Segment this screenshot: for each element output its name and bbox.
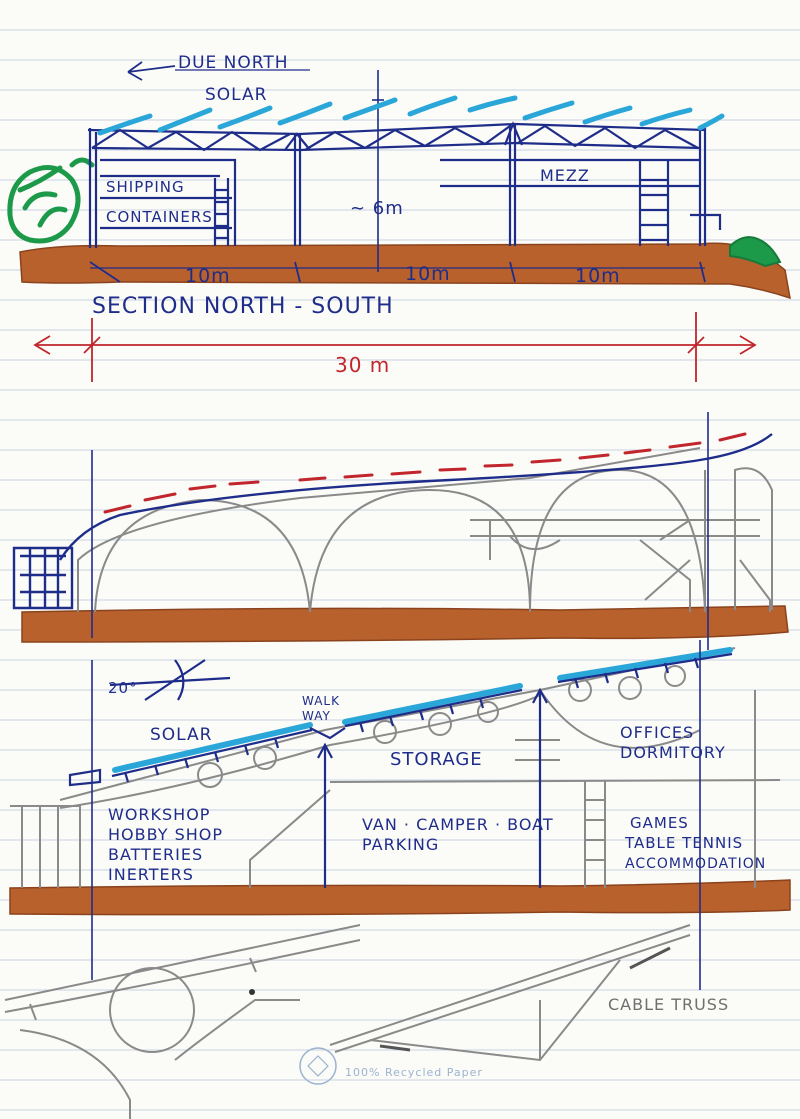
ruled-paper-lines <box>0 29 800 1111</box>
games-line-3: ACCOMMODATION <box>625 856 766 872</box>
height-label: ~ 6m <box>350 198 404 219</box>
bay-label-2: 10m <box>405 263 451 285</box>
recycled-paper-stamp: 100% Recycled Paper <box>299 1047 483 1085</box>
recycled-paper-text: 100% Recycled Paper <box>345 1066 483 1079</box>
workshop-line-3: BATTERIES <box>108 845 203 864</box>
sloped-section-pencil <box>10 647 781 888</box>
workshop-line-1: WORKSHOP <box>108 805 210 824</box>
workshop-line-2: HOBBY SHOP <box>108 825 223 844</box>
offices-label-2: DORMITORY <box>620 743 726 762</box>
games-line-1: GAMES <box>630 814 689 832</box>
curved-roof-ink <box>12 412 773 650</box>
building-frame-ns <box>87 61 722 283</box>
angle-label: 20° <box>108 679 138 697</box>
ground-slab-2 <box>21 605 789 643</box>
solar-panels-sloped <box>112 647 733 773</box>
bay-label-1: 10m <box>185 265 231 287</box>
containers-label-2: CONTAINERS <box>106 208 213 226</box>
containers-label-1: SHIPPING <box>106 178 185 196</box>
ground-slab-3 <box>9 879 791 916</box>
red-roof-dashes <box>103 432 747 514</box>
solar-panels-ns <box>97 95 725 136</box>
cable-truss-detail <box>4 924 691 1119</box>
overall-dimension-line <box>33 312 757 382</box>
sloped-section: 20° SOLAR WALK WAY STORAGE OFFICES DORMI… <box>9 640 791 990</box>
games-line-2: TABLE TENNIS <box>624 834 743 852</box>
hedge-left <box>7 157 95 244</box>
ground-slab-1 <box>19 242 791 300</box>
cable-truss-label: CABLE TRUSS <box>608 995 729 1014</box>
storage-label: STORAGE <box>390 749 483 770</box>
walkway-label-2: WAY <box>302 709 331 723</box>
curved-roof-pencil <box>77 447 773 613</box>
north-label: DUE NORTH <box>178 53 289 73</box>
offices-label-1: OFFICES <box>620 723 694 742</box>
parking-line-2: PARKING <box>362 835 439 854</box>
solar-label-ns: SOLAR <box>205 85 267 105</box>
hedge-right <box>729 236 782 268</box>
sloped-section-ink <box>68 640 733 990</box>
mezz-label: MEZZ <box>540 166 590 185</box>
section-north-south: DUE NORTH SOLAR SHIPPING CONTAINERS MEZZ… <box>7 53 791 382</box>
walkway-label-1: WALK <box>302 694 340 708</box>
section-title: SECTION NORTH - SOUTH <box>92 294 394 319</box>
workshop-line-4: INERTERS <box>108 865 194 884</box>
bay-label-3: 10m <box>575 265 621 287</box>
parking-line-1: VAN · CAMPER · BOAT <box>362 815 554 834</box>
overall-dimension-label: 30 m <box>335 353 390 377</box>
curved-roof-section <box>12 412 789 650</box>
solar-label-sloped: SOLAR <box>150 725 212 745</box>
